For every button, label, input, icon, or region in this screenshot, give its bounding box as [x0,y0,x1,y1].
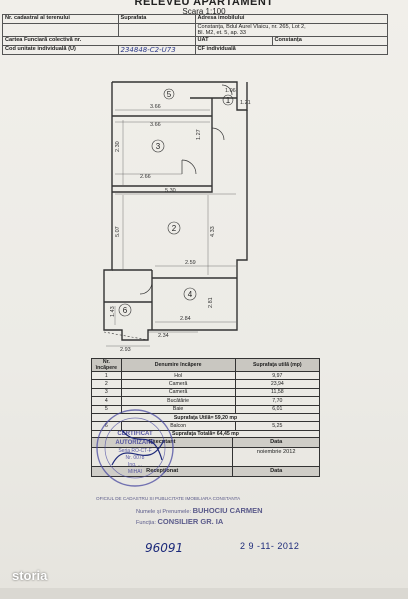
room-nr: 4 [91,396,122,406]
dim-label: 2.66 [140,174,151,180]
dim-label: 2.81 [208,297,214,308]
adresa-label: Adresa imobilului [194,14,388,24]
date-header: Data [232,437,320,448]
stamp-text: Seria RO-CT-F [118,448,151,454]
room-area: 9,97 [234,370,321,381]
rooms-table: Nr. încăpere Denumire încăpere Suprafaţa… [91,358,321,440]
adresa-value: Constanța, Bdul Aurel Vlaicu, nr. 265, L… [194,23,388,37]
stamp-office: OFICIUL DE CADASTRU SI PUBLICITATE IMOBI… [96,496,241,501]
stamp-text: MIHAI [128,469,142,475]
storia-watermark: storia [12,568,48,583]
dim-label: 3.66 [150,104,161,110]
plan-walls [103,81,248,341]
col-nr-header: Nr. încăpere [91,358,122,372]
table-row: 2 Cameră 23,94 [91,379,321,389]
nr-cadastral-label: Nr. cadastral al terenului [2,14,119,24]
dim-label: 2.93 [120,347,131,353]
room-label: 4 [188,290,193,299]
page-edge [0,588,408,599]
dim-label: 2.84 [180,316,191,322]
room-label: 3 [156,142,161,151]
room-nr: 1 [91,370,122,381]
suprafata-value [117,23,196,37]
dim-label: 1.27 [196,129,202,140]
nr-cadastral-value [2,23,119,37]
room-area: 11,58 [234,387,321,398]
room-marker [222,94,234,106]
col-name-header: Denumire încăpere [120,358,236,372]
table-row: 4 Bucătărie 7,70 [91,396,321,406]
dim-label: 2.34 [158,333,169,339]
dim-label: 2.59 [185,260,196,266]
uat-label: UAT [194,36,273,46]
date-header-2: Data [232,466,320,477]
dim-label: 4.33 [210,226,216,237]
carte-funciara-label: Cartea Funciară colectivă nr. [2,36,196,46]
table-row: 3 Cameră 11,58 [91,387,321,398]
dimension-labels: 3.66 3.66 2.30 2.66 1.27 1.21 5.30 5.07 … [110,88,251,353]
uat-value: Constanța [271,36,388,46]
stamp-function-value: CONSILIER GR. IA [157,517,224,526]
adresa-line1: Constanța, Bdul Aurel Vlaicu, nr. 265, L… [197,24,306,30]
room-name: Cameră [120,379,236,389]
stamp-text: Nr. 0078 [126,455,145,461]
room-marker [183,287,197,301]
room-nr: 3 [91,387,122,398]
signature-icon [111,429,165,466]
room-label: 5 [167,90,172,99]
room-name: Hol [120,370,236,381]
room-nr: 2 [91,379,122,389]
dim-label: 2.30 [115,141,121,152]
date-stamp: 2 9 -11- 2012 [240,541,300,551]
dim-label: 1.43 [110,306,116,317]
executant-date: noiembrie 2012 [232,447,320,467]
receptionat-header: Recepţionat [90,466,234,477]
header-table: Nr. cadastral al terenului Suprafata Adr… [2,14,388,55]
room-area: 23,94 [234,379,321,389]
adresa-line2: Bl. M2, et. 5, ap. 33 [197,30,247,36]
dim-label: 1.06 [225,88,236,94]
col-area-header: Suprafaţa utilă (mp) [234,358,321,372]
dim-label: 5.07 [115,226,121,237]
handwritten-number: 96091 [145,541,184,555]
stamp-text: AUTORIZARE [115,440,154,446]
stamp-function-label: Funcția: [136,520,156,526]
floor-plan: 3.66 3.66 2.30 2.66 1.27 1.21 5.30 5.07 … [103,81,251,353]
rectangular-stamp: OFICIUL DE CADASTRU SI PUBLICITATE IMOBI… [96,496,324,530]
dim-label: 3.66 [150,122,161,128]
room-label: 1 [226,96,231,105]
room-area: 5,25 [234,421,321,431]
dim-label: 5.30 [165,188,176,194]
stamp-name-label: Numele și Prenumele: [136,509,192,515]
plan-doors [139,84,233,295]
table-row: 1 Hol 9,97 [91,370,321,381]
stamp-text: Ing. ... [128,462,142,468]
stamp-name-row: Numele și Prenumele: BUHOCIU CARMEN [136,506,263,515]
room-name: Bucătărie [120,396,236,406]
stamp-name-value: BUHOCIU CARMEN [192,506,263,515]
cod-unitate-label: Cod unitate individuală (U) [2,45,119,55]
round-stamp: CERTIFICAT AUTORIZARE Seria RO-CT-F Nr. … [96,409,174,487]
room-marker [167,221,181,235]
cf-individuala-label: CF individuală [194,45,388,55]
room-marker [151,139,165,153]
room-name: Cameră [120,387,236,398]
suprafata-label: Suprafata [117,14,196,24]
stamp-function-row: Funcția: CONSILIER GR. IA [136,517,223,526]
document-title: RELEVEU APARTAMENT [134,0,274,8]
room-label: 6 [123,306,128,315]
dimension-lines [106,109,236,347]
room-marker [163,88,175,100]
balcony-outline [103,300,149,341]
room-label: 2 [172,224,177,233]
stamp-text: CERTIFICAT [117,431,153,437]
room-area: 6,01 [234,404,321,414]
room-marker [118,303,132,317]
room-area: 7,70 [234,396,321,406]
dim-label: 1.21 [240,100,251,106]
cod-unitate-value: 234848-C2-U73 [117,45,196,55]
document-scale: Scara 1:100 [182,7,226,16]
room-markers: 1 2 3 4 5 6 [118,88,234,317]
